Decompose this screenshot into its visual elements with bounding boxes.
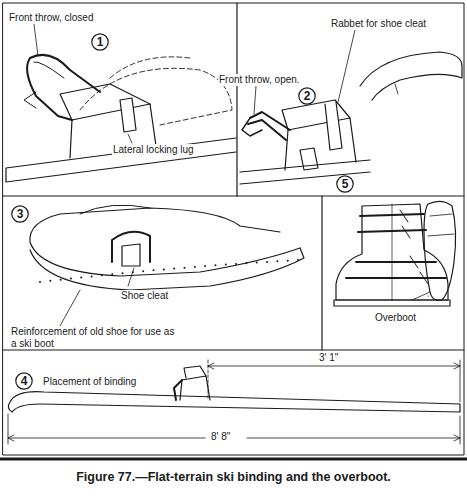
nail-dot (111, 273, 113, 275)
nail-dot (256, 262, 258, 264)
callout-circle: 3 (11, 205, 29, 223)
nail-dot (60, 279, 62, 281)
part-label: Overboot (374, 312, 417, 324)
panel-rule (3, 195, 464, 196)
callout-number: 1 (91, 33, 109, 51)
frame (3, 3, 464, 455)
callout-circle: 2 (298, 87, 316, 105)
part-label: Front throw, open. (218, 74, 301, 86)
part-label: Lateral locking lug (112, 144, 195, 156)
overboot-figure (334, 196, 458, 306)
dimension-label: 8' 8" (210, 431, 231, 443)
nail-dot (245, 262, 247, 264)
reinforced-shoe (30, 205, 304, 326)
nail-dot (204, 265, 206, 267)
part-label: Rabbet for shoe cleat (330, 18, 427, 30)
nail-dot (163, 268, 165, 270)
callout-number: 3 (11, 205, 29, 223)
panel-rule (3, 349, 464, 350)
callout-number: 4 (15, 372, 33, 390)
nail-dot (266, 261, 268, 263)
panel-rule (236, 3, 237, 196)
closed-binding (6, 24, 236, 182)
nail-dot (287, 260, 289, 262)
callout-circle: 1 (91, 33, 109, 51)
nail-dot (142, 270, 144, 272)
callout-ring (16, 373, 32, 389)
nail-dot (183, 267, 185, 269)
callout-circle: 4 (15, 372, 33, 390)
nail-dot (80, 277, 82, 279)
nail-dot (173, 268, 175, 270)
part-label: Reinforcement of old shoe for use as a s… (10, 326, 182, 349)
part-label: Front throw, closed (8, 12, 94, 24)
open-binding (240, 30, 462, 184)
callout-number: 2 (298, 87, 316, 105)
callout-circle: 5 (336, 175, 354, 193)
nail-dot (70, 278, 72, 280)
nail-dot (49, 280, 51, 282)
sole-view (412, 201, 456, 300)
nail-dot (39, 281, 41, 283)
panel-rule (321, 196, 322, 350)
callout-number: 5 (336, 175, 354, 193)
nail-dot (122, 272, 124, 274)
nail-dot (214, 264, 216, 266)
nail-dot (235, 263, 237, 265)
nail-dot (194, 266, 196, 268)
nail-dot (101, 274, 103, 276)
figure-caption: Figure 77.—Flat-terrain ski binding and … (0, 470, 467, 484)
callout-ring (92, 34, 108, 50)
figure-label: Placement of binding (42, 376, 137, 388)
part-label: Shoe cleat (120, 290, 169, 302)
ski-placement (8, 360, 460, 444)
nail-dot (225, 264, 227, 266)
callout-ring (337, 176, 353, 192)
caption-rule (0, 458, 467, 461)
callout-ring (299, 88, 315, 104)
dimension-label: 3' 1" (318, 352, 339, 364)
nail-dot (153, 269, 155, 271)
nail-dot (297, 259, 299, 261)
nail-dot (276, 260, 278, 262)
callout-ring (12, 206, 28, 222)
nail-dot (91, 275, 93, 277)
